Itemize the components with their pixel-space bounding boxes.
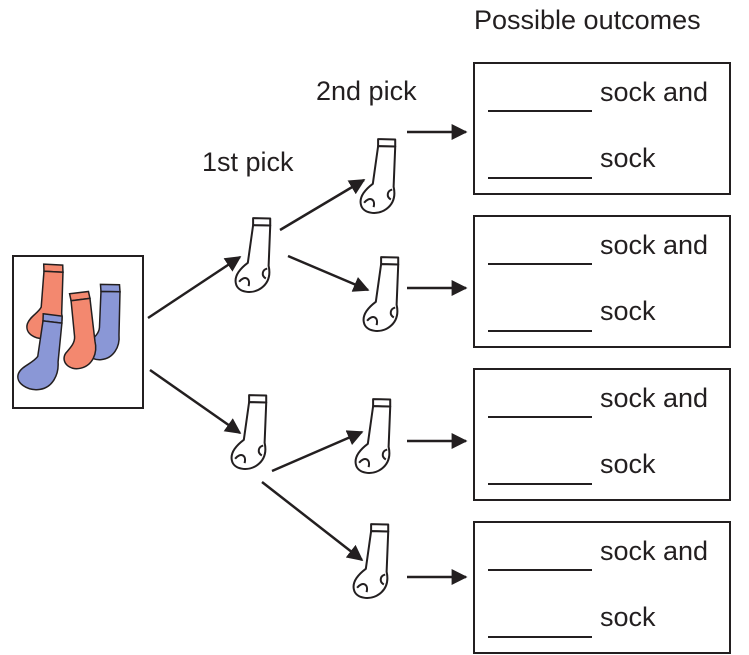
sock-outline-icon <box>358 134 404 217</box>
branch-arrow-start-to-first-bottom <box>149 368 242 435</box>
sock-outline-icon <box>351 519 397 602</box>
outcome-box-4: sock and sock <box>473 521 731 654</box>
branch-arrow-first-bottom-to-second-3 <box>271 430 364 473</box>
possible-outcomes-heading: Possible outcomes <box>474 5 701 35</box>
sock-outline-icon <box>361 252 407 335</box>
answer-blank[interactable] <box>488 330 592 332</box>
outcome-line2-text: sock <box>600 143 656 173</box>
answer-blank[interactable] <box>488 636 592 638</box>
outcome-line2-text: sock <box>600 449 656 479</box>
sock-outline-icon <box>353 394 399 477</box>
sock-outline-icon <box>233 213 279 296</box>
answer-blank[interactable] <box>488 416 592 418</box>
outcome-line1-text: sock and <box>600 77 709 107</box>
socks-bundle-icon <box>12 255 144 409</box>
outcome-line2-text: sock <box>600 602 656 632</box>
outcome-line2-text: sock <box>600 296 656 326</box>
answer-blank[interactable] <box>488 569 592 571</box>
branch-arrow-start-to-first-top <box>147 255 242 320</box>
branch-arrow-first-top-to-second-2 <box>287 254 370 292</box>
outcome-line1-text: sock and <box>600 230 709 260</box>
answer-blank[interactable] <box>488 110 592 112</box>
branch-arrow-first-bottom-to-second-4 <box>261 481 364 561</box>
outcome-line1-text: sock and <box>600 536 709 566</box>
outcome-box-3: sock and sock <box>473 368 731 501</box>
answer-blank[interactable] <box>488 177 592 179</box>
branch-arrow-first-top-to-second-1 <box>279 178 366 232</box>
answer-blank[interactable] <box>488 483 592 485</box>
first-pick-heading: 1st pick <box>202 147 294 177</box>
outcome-line1-text: sock and <box>600 383 709 413</box>
outcome-box-1: sock and sock <box>473 62 731 195</box>
answer-blank[interactable] <box>488 263 592 265</box>
second-pick-heading: 2nd pick <box>316 76 417 106</box>
outcome-box-2: sock and sock <box>473 215 731 348</box>
